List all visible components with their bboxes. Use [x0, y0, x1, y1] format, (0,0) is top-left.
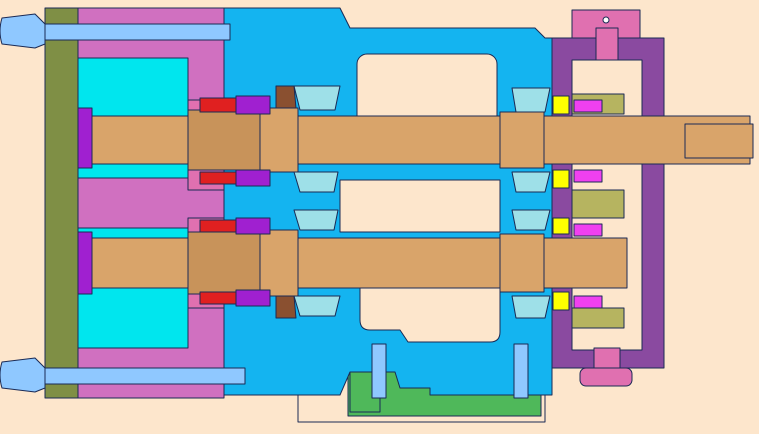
bearing-lower-right [511, 295, 551, 319]
base-stud-left [371, 343, 387, 399]
upper-shaft-key [684, 123, 754, 159]
gear-upper-mid [571, 189, 625, 219]
red-ring-4 [199, 291, 237, 305]
gear-hub-2 [573, 169, 603, 183]
shaft-shoulder-1 [187, 109, 261, 171]
red-ring-1 [199, 97, 237, 113]
left-end-plate [44, 7, 79, 399]
top-cap-hole [602, 16, 610, 24]
drain-nut-stem [593, 347, 621, 369]
seal-left-upper [77, 107, 93, 169]
red-ring-2 [199, 171, 237, 185]
shaft-shoulder-4 [259, 229, 299, 297]
base-stud-right [513, 343, 529, 399]
lower-shaft [91, 237, 628, 289]
bearing-mid-upper-left [293, 171, 339, 193]
bearing-mid-lower-left [293, 209, 339, 231]
top-bolt-shank [29, 23, 231, 41]
seal-pack-2 [235, 169, 271, 187]
red-ring-3 [199, 219, 237, 233]
seal-pack-1 [235, 95, 271, 115]
bottom-bolt-shank [29, 367, 246, 385]
base-outline [297, 372, 546, 423]
bearing-lower-left-outer [275, 295, 297, 319]
bearing-mid-upper-right [511, 171, 551, 193]
gear-lower [571, 307, 625, 329]
gear-hub-1 [573, 99, 603, 113]
yellow-ring-1 [552, 95, 570, 115]
bearing-upper-left [293, 85, 341, 111]
yellow-ring-2 [552, 169, 570, 189]
shaft-shoulder-6 [499, 233, 545, 293]
housing-window-mid [339, 179, 501, 233]
seal-pack-4 [235, 289, 271, 307]
bearing-upper-right [511, 87, 551, 113]
drain-nut [579, 367, 633, 387]
gear-hub-3 [573, 223, 603, 237]
bottom-bolt-head [0, 357, 46, 393]
shaft-shoulder-3 [187, 231, 261, 295]
bearing-upper-left-outer [275, 85, 297, 109]
seal-pack-3 [235, 217, 271, 235]
shaft-shoulder-5 [499, 111, 545, 169]
top-cap-stem [595, 27, 619, 61]
top-bolt-head [0, 13, 46, 49]
yellow-ring-4 [552, 291, 570, 311]
bearing-mid-lower-right [511, 209, 551, 231]
shaft-shoulder-2 [259, 107, 299, 173]
yellow-ring-3 [552, 217, 570, 235]
seal-left-lower [77, 231, 93, 295]
gear-hub-4 [573, 295, 603, 309]
bearing-lower-left [293, 295, 341, 317]
